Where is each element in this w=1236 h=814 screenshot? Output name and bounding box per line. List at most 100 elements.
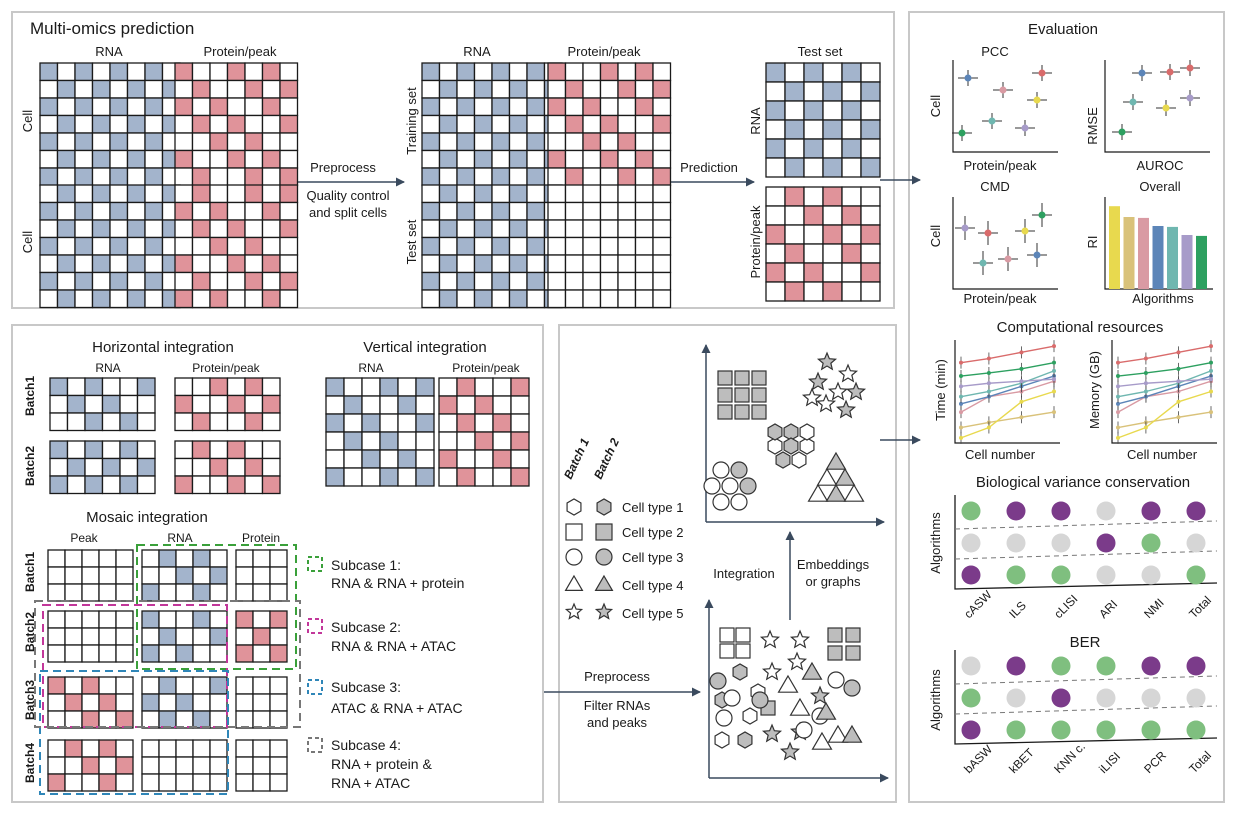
memory-chart-marker xyxy=(1143,389,1148,394)
v-protein-grid-cell xyxy=(510,395,530,415)
cmd-point xyxy=(998,247,1018,271)
result-protein-grid-cell xyxy=(860,281,881,302)
input-rna-grid-top-cell xyxy=(91,132,111,152)
time-chart-series xyxy=(960,390,1055,439)
v-rna-grid-cell xyxy=(397,467,417,487)
train-rna-grid-cell xyxy=(421,149,441,169)
mosaic-b1-rna-cell xyxy=(192,566,211,585)
memory-chart-marker xyxy=(1143,356,1148,361)
mosaic-b3-peak-cell xyxy=(98,710,117,729)
mosaic-b1-rna-cell xyxy=(141,549,160,568)
h-batch2-protein-cell xyxy=(261,440,281,460)
input-protein-grid-bottom-cell xyxy=(209,254,229,274)
train-rna-grid-cell xyxy=(473,149,493,169)
h-batch2-label: Batch2 xyxy=(23,446,37,486)
pcc-point-dot xyxy=(958,129,966,137)
result-rna-grid-cell xyxy=(822,100,843,121)
mosaic-b1-rna-cell xyxy=(209,549,228,568)
result-protein-grid-cell xyxy=(860,243,881,264)
cell-type-4: Cell type 4 xyxy=(622,578,683,593)
train-rna-grid-cell xyxy=(508,79,528,99)
time-chart-series xyxy=(960,361,1055,377)
input-protein-grid-top-cell xyxy=(174,79,194,99)
train-protein-grid-cell xyxy=(564,114,584,134)
overall-bar xyxy=(1138,217,1149,289)
v-protein-grid-cell xyxy=(456,449,476,469)
mosaic-b3-rna xyxy=(141,676,228,729)
result-rna-grid-cell xyxy=(841,62,862,83)
v-rna-grid-cell xyxy=(325,431,345,451)
horizontal-title: Horizontal integration xyxy=(92,339,234,356)
input-protein-grid-top-cell xyxy=(226,79,246,99)
test-rna-grid-cell xyxy=(508,289,528,309)
train-protein-grid-cell xyxy=(582,62,602,82)
time-chart-marker xyxy=(959,394,963,399)
h-batch2-protein-cell xyxy=(209,475,229,495)
v-rna-grid-cell xyxy=(415,395,435,415)
auroc-xlabel: AUROC xyxy=(1137,158,1184,173)
input-protein-grid-top-cell xyxy=(174,97,194,117)
integrated-square xyxy=(734,387,750,403)
input-rna-grid-top-cell xyxy=(144,79,164,99)
train-protein-grid xyxy=(547,62,672,187)
integrated-circle xyxy=(712,493,730,511)
test-empty-grid-cell xyxy=(617,289,637,309)
test-rna-grid-cell xyxy=(438,219,458,239)
test-empty-grid-cell xyxy=(599,289,619,309)
mosaic-b2-peak-cell xyxy=(47,627,66,646)
input-rna-grid-bottom-cell xyxy=(144,236,164,256)
input-protein-grid-bottom-cell xyxy=(261,184,281,204)
input-rna-grid-top-cell xyxy=(126,114,146,134)
mosaic-b2-rna-cell xyxy=(192,610,211,629)
input-protein-grid-top-cell xyxy=(226,132,246,152)
cmd-ylabel: Cell xyxy=(928,225,943,248)
input-protein-grid-top-cell xyxy=(261,79,281,99)
cmd-axes xyxy=(952,197,1058,290)
mosaic-b2-peak xyxy=(47,610,134,663)
result-protein-grid-cell xyxy=(822,281,843,302)
training-set-label: Training set xyxy=(404,87,419,155)
mosaic-b2-protein-cell xyxy=(252,644,271,663)
legend-open-star xyxy=(564,602,584,620)
h-batch2-rna-cell xyxy=(49,475,69,495)
input-protein-grid-bottom-cell xyxy=(261,289,281,309)
mosaic-b1-protein xyxy=(235,549,288,602)
pcc-point-dot xyxy=(999,86,1007,94)
protein-label: Protein/peak xyxy=(204,44,277,59)
h-batch2-rna-cell xyxy=(66,457,86,477)
mosaic-b4-protein-cell xyxy=(269,773,288,792)
result-protein-grid-cell xyxy=(860,262,881,283)
ber-ylabel: Algorithms xyxy=(928,669,943,731)
input-protein-grid-bottom-cell xyxy=(244,254,264,274)
test-rna-grid-cell xyxy=(456,271,476,291)
memory-chart-marker xyxy=(1209,368,1213,373)
h-batch1-protein-cell xyxy=(261,412,281,432)
time-chart-marker xyxy=(986,389,991,394)
input-protein-grid-bottom-cell xyxy=(174,219,194,239)
integrated-hex xyxy=(799,437,815,455)
v-rna-grid-cell xyxy=(325,449,345,469)
input-rna-grid-bottom-cell xyxy=(39,289,59,309)
train-protein-grid-cell xyxy=(564,79,584,99)
rmse-point-dot xyxy=(1138,69,1146,77)
mosaic-b1-peak-cell xyxy=(115,583,134,602)
test-rna-grid-cell xyxy=(438,254,458,274)
result-rna-grid-cell xyxy=(841,157,862,178)
result-protein-grid xyxy=(765,186,881,302)
overall-bar xyxy=(1123,217,1135,289)
result-rna-grid-cell xyxy=(784,62,805,83)
mosaic-b2-peak-cell xyxy=(47,644,66,663)
mosaic-b1-peak-cell xyxy=(81,566,100,585)
input-rna-grid-bottom-cell xyxy=(126,219,146,239)
test-rna-grid-cell xyxy=(456,184,476,204)
input-rna-grid-bottom-cell xyxy=(126,184,146,204)
integrated-square xyxy=(717,387,733,403)
rna-label: RNA xyxy=(95,44,123,59)
v-protein-grid-cell xyxy=(438,395,458,415)
h-batch2-protein-cell xyxy=(226,440,246,460)
train-rna-grid-cell xyxy=(526,149,546,169)
mosaic-b2-rna-cell xyxy=(175,627,194,646)
mosaic-b1-peak-cell xyxy=(98,566,117,585)
integrated-circle xyxy=(703,477,721,495)
mosaic-b3-peak-cell xyxy=(98,676,117,695)
